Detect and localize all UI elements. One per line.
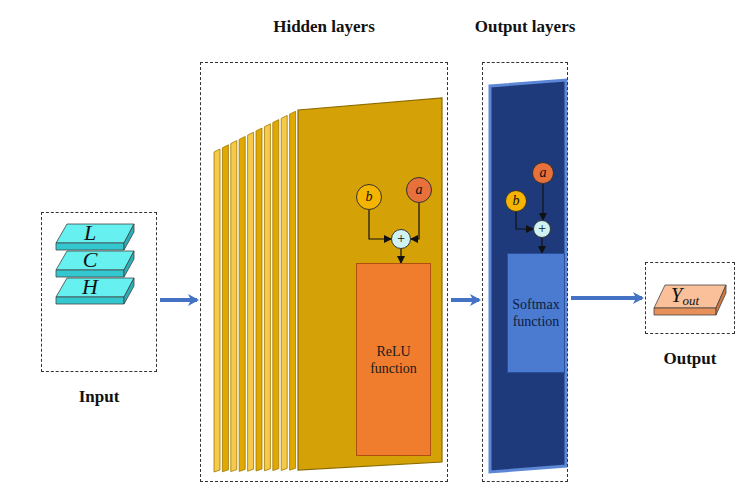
slab-side <box>124 251 134 277</box>
node-label: Hidden layers <box>171 17 477 37</box>
slab-side <box>124 278 134 304</box>
softmax-box: Softmax function <box>507 253 565 373</box>
hidden-layer-sheet <box>231 141 237 472</box>
relu-box: ReLU function <box>356 263 431 456</box>
slab-top <box>654 285 726 308</box>
signal-line <box>369 210 391 239</box>
circle-symbol: a <box>540 166 547 180</box>
sum-circle: + <box>533 220 551 238</box>
output-symbol: Y <box>671 283 683 307</box>
hidden-front-panel <box>298 98 442 470</box>
hidden-layers-box: ba+ReLU functionHidden layers <box>200 62 448 482</box>
hidden-layer-sheet <box>273 120 279 471</box>
hidden-layer-sheet <box>222 145 228 472</box>
output-slab: Yout <box>653 284 727 316</box>
circle-symbol: b <box>366 190 373 204</box>
circle-symbol: + <box>396 232 405 246</box>
output-box: YoutOutput <box>645 262 735 334</box>
node-label: Input <box>12 387 186 407</box>
signal-line <box>411 203 419 239</box>
slab-top <box>56 278 134 297</box>
signal-line <box>541 238 542 253</box>
flow-arrow <box>571 296 642 300</box>
node-label: Output layers <box>453 17 597 37</box>
slab-side <box>716 285 726 315</box>
slab-front <box>56 297 124 304</box>
flow-arrow <box>160 298 197 302</box>
slab-front <box>654 308 716 315</box>
sum-circle: + <box>391 229 411 249</box>
output-panel <box>490 80 566 472</box>
slab-front <box>56 270 124 277</box>
hidden-layer-sheet <box>264 124 270 471</box>
input-slab: C <box>55 250 135 278</box>
hidden-layer-sheet <box>281 115 287 470</box>
slab-letter: H <box>55 277 135 297</box>
output-subscript: out <box>683 293 700 308</box>
hidden-layer-sheet <box>248 132 254 471</box>
circle-symbol: b <box>513 194 520 208</box>
hidden-layer-sheet <box>256 128 262 471</box>
input-slab: L <box>55 223 135 251</box>
circle-symbol: + <box>537 222 546 236</box>
bias-circle: b <box>356 184 382 210</box>
output-layers-box: ba+Softmax functionOutput layers <box>482 62 568 482</box>
slab-side <box>124 224 134 250</box>
function-label: ReLU function <box>361 343 426 377</box>
function-label: Softmax function <box>512 296 560 330</box>
weight-circle: a <box>532 162 554 184</box>
circle-symbol: a <box>416 183 423 197</box>
bias-circle: b <box>505 190 527 212</box>
signal-line <box>516 212 533 229</box>
input-slab: H <box>55 277 135 305</box>
signal-line <box>542 184 543 220</box>
signal-line <box>400 249 401 263</box>
slab-letter: C <box>55 250 135 270</box>
slab-front <box>56 243 124 250</box>
input-box: LCHInput <box>41 212 157 372</box>
weight-circle: a <box>406 177 432 203</box>
hidden-layer-sheet <box>239 136 245 471</box>
flow-arrow <box>451 298 479 302</box>
hidden-layer-stack <box>214 111 296 472</box>
node-label: Output <box>616 349 745 369</box>
slab-top <box>56 251 134 270</box>
slab-top <box>56 224 134 243</box>
hidden-layer-sheet <box>214 149 220 472</box>
slab-letter: L <box>55 223 135 243</box>
hidden-layer-sheet <box>290 111 296 470</box>
slab-text-line: Yout <box>653 284 727 306</box>
